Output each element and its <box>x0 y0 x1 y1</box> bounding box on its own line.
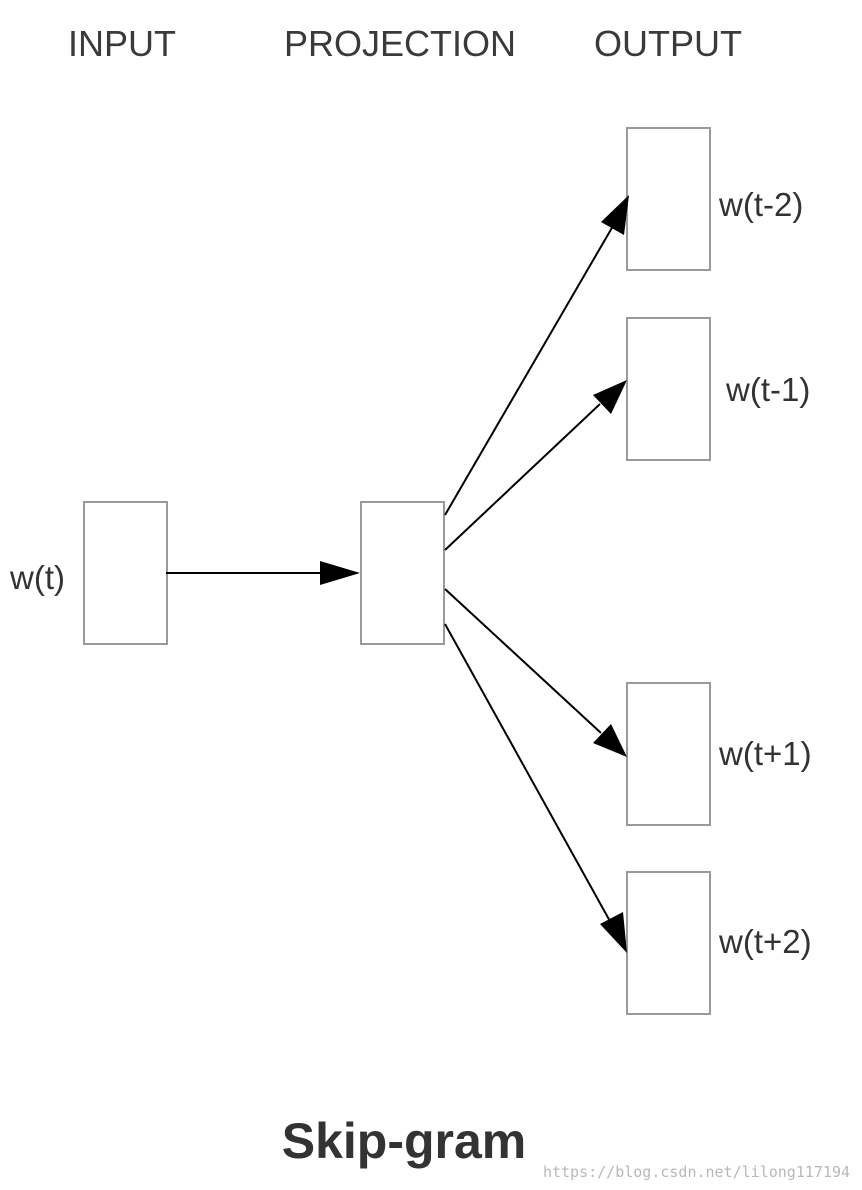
output-node-label-1: w(t-2) <box>718 186 803 223</box>
input-node-box <box>83 501 168 645</box>
arrowhead-projection-to-output-2 <box>593 380 627 414</box>
arrowhead-projection-to-output-3 <box>593 724 627 757</box>
output-node-box-3 <box>626 682 711 826</box>
arrow-projection-to-output-3 <box>444 588 602 734</box>
output-node-label-3: w(t+1) <box>718 735 812 772</box>
arrowhead-projection-to-output-1 <box>601 195 629 235</box>
projection-node-box <box>360 501 445 645</box>
output-header: OUTPUT <box>594 23 742 64</box>
projection-header: PROJECTION <box>284 23 516 64</box>
input-header: INPUT <box>68 23 176 64</box>
input-node-label: w(t) <box>9 559 65 596</box>
output-node-box-4 <box>626 871 711 1015</box>
output-node-box-1 <box>626 127 711 271</box>
arrow-projection-to-output-1 <box>444 225 614 516</box>
output-node-label-2: w(t-1) <box>725 371 810 408</box>
arrowhead-projection-to-output-4 <box>600 912 627 953</box>
arrowhead-input-to-projection <box>320 561 360 585</box>
arrow-projection-to-output-4 <box>444 623 612 924</box>
arrow-projection-to-output-2 <box>444 403 601 551</box>
output-node-label-4: w(t+2) <box>718 923 812 960</box>
output-node-box-2 <box>626 317 711 461</box>
diagram-title: Skip-gram <box>282 1113 527 1169</box>
watermark-text: https://blog.csdn.net/lilong117194 <box>543 1163 850 1181</box>
